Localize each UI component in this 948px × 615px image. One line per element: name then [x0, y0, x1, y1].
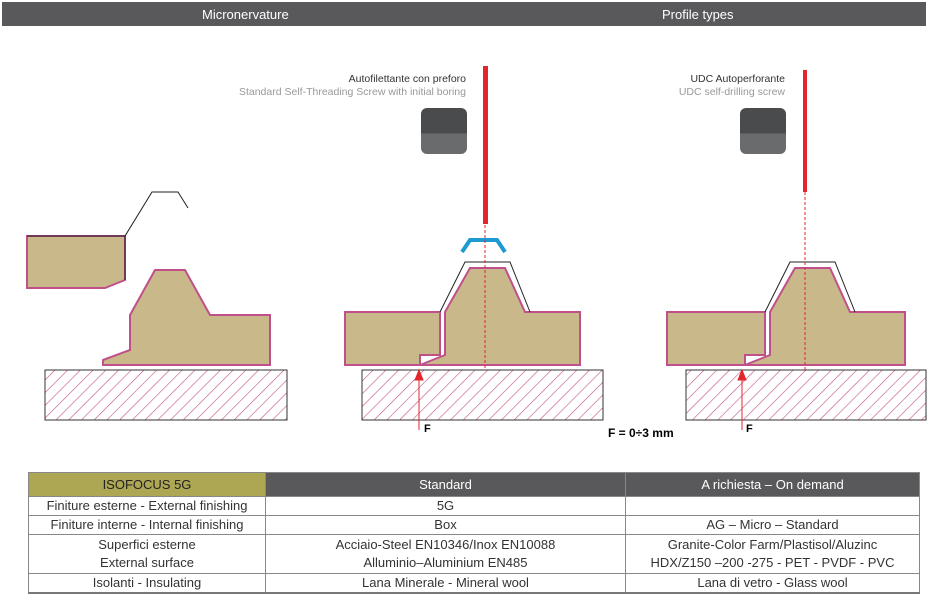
profile-types-title: Profile types: [662, 7, 734, 22]
steel-skin-upper: [27, 191, 189, 280]
specs-table: ISOFOCUS 5G Standard A richiesta – On de…: [28, 472, 920, 594]
panel-lower-left: [102, 269, 271, 366]
screw-standard: [483, 66, 488, 224]
steel-skin-middle: [439, 261, 531, 313]
cell: Finiture interne - Internal finishing: [28, 515, 266, 535]
line: Superfici esterne: [98, 537, 196, 552]
cell: Finiture esterne - External finishing: [28, 496, 266, 516]
label-it: Autofilettante con preforo: [348, 73, 466, 85]
col-on-demand: A richiesta – On demand: [625, 472, 920, 497]
cap-profile: [460, 238, 507, 254]
panel-right-joint: [666, 267, 906, 366]
cell: Lana di vetro - Glass wool: [625, 573, 920, 594]
screw-label-standard: Autofilettante con preforo Standard Self…: [239, 73, 466, 99]
force-arrow-right: [737, 368, 747, 430]
header-bar: Micronervature Profile types: [2, 2, 926, 26]
force-arrow-middle: [414, 368, 424, 430]
col-product: ISOFOCUS 5G: [28, 472, 266, 497]
force-label-right: F: [746, 423, 753, 435]
label-it: UDC Autoperforante: [690, 73, 785, 85]
cell: [625, 496, 920, 516]
line: Alluminio–Aluminium EN485: [363, 555, 528, 570]
label-en: UDC self-drilling screw: [678, 86, 785, 98]
line: Granite-Color Farm/Plastisol/Aluzinc: [667, 537, 878, 552]
substrate-left: [44, 369, 288, 421]
substrate-middle: [361, 369, 604, 421]
label-en: Standard Self-Threading Screw with initi…: [238, 86, 466, 98]
line: Acciaio-Steel EN10346/Inox EN10088: [335, 537, 556, 552]
line: HDX/Z150 –200 -275 - PET - PVDF - PVC: [650, 555, 895, 570]
force-label-middle: F: [424, 423, 431, 435]
substrate-right: [685, 369, 927, 421]
steel-skin-right: [764, 261, 856, 313]
line: External surface: [100, 555, 194, 570]
cell: Box: [265, 515, 626, 535]
cell: Lana Minerale - Mineral wool: [265, 573, 626, 594]
cell: Isolanti - Insulating: [28, 573, 266, 594]
joint-diagram: [26, 66, 927, 430]
screw-udc: [803, 70, 807, 192]
cell: AG – Micro – Standard: [625, 515, 920, 535]
drill-icon: [421, 108, 467, 154]
micronervature-title: Micronervature: [202, 7, 289, 22]
screw-label-udc: UDC Autoperforante UDC self-drilling scr…: [679, 73, 785, 99]
col-standard: Standard: [265, 472, 626, 497]
panel-upper-left: [26, 235, 126, 289]
panel-middle-joint: [344, 267, 581, 366]
cell: 5G: [265, 496, 626, 516]
no-drill-icon: [740, 108, 786, 154]
tolerance-label: F = 0÷3 mm: [608, 426, 674, 440]
